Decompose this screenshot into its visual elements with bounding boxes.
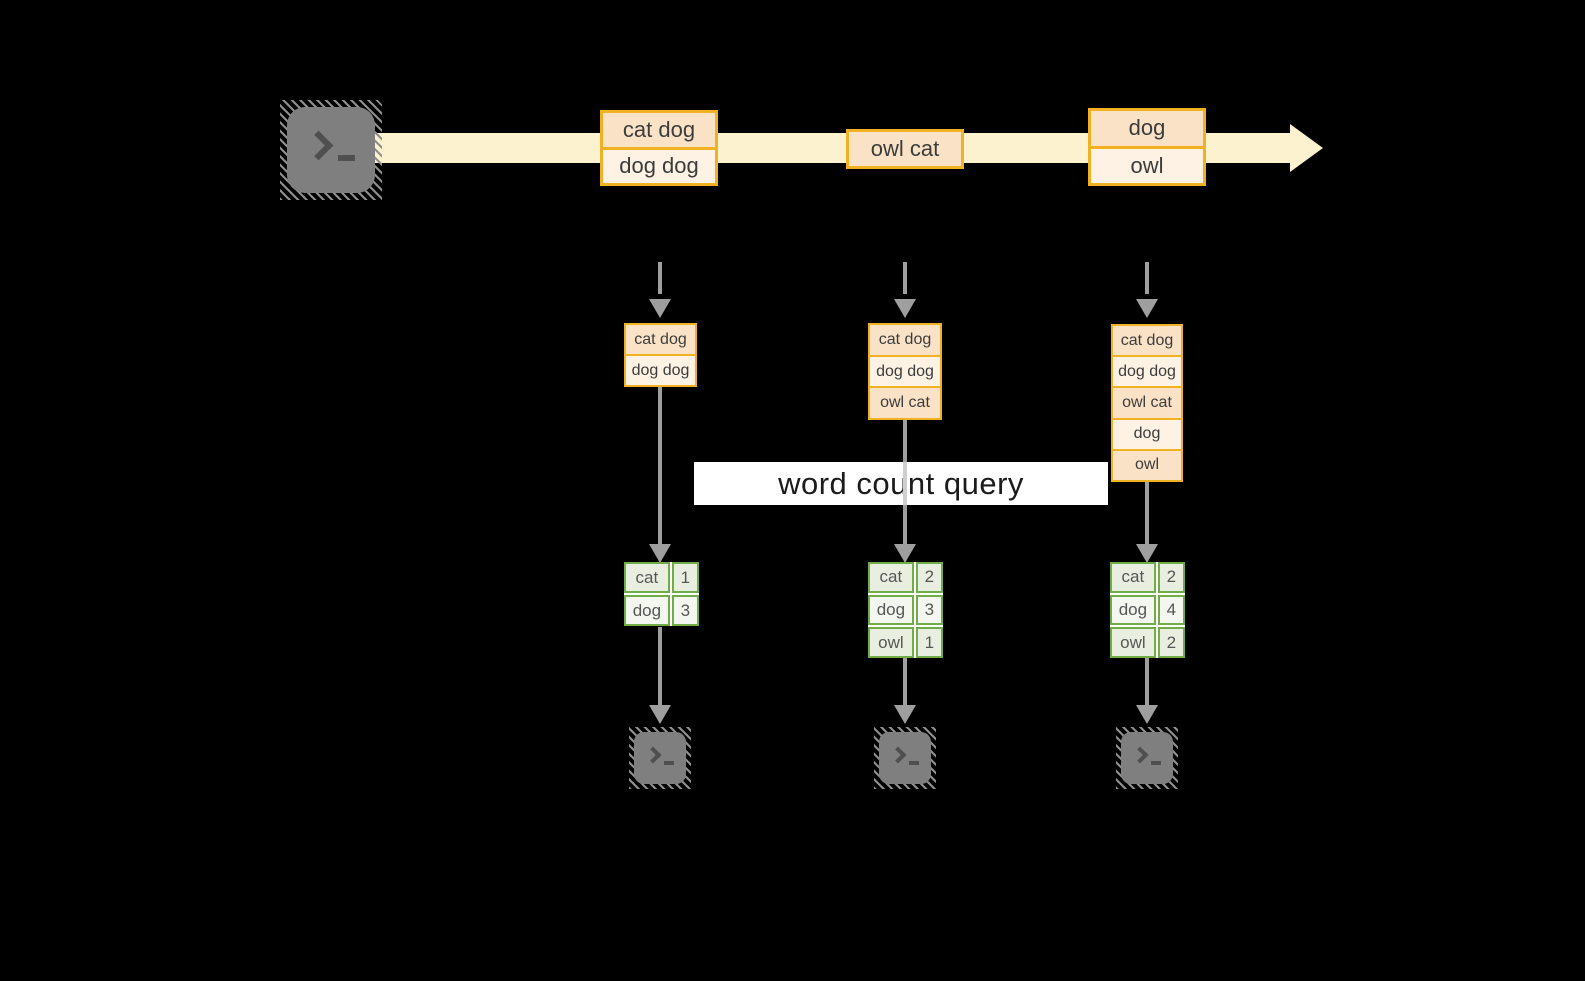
arrow-down-icon <box>649 705 671 724</box>
count-row: cat 2 <box>1110 562 1185 593</box>
sink-connector <box>658 627 662 706</box>
terminal-cursor-icon <box>1150 761 1161 765</box>
arrow-down-icon <box>894 544 916 563</box>
sink-terminal-icon <box>874 727 936 789</box>
terminal-screen <box>634 732 686 784</box>
count-cell: 4 <box>1157 594 1185 626</box>
count-cell: 2 <box>915 562 943 593</box>
stream-batch-2: owl cat <box>846 129 964 169</box>
sink-terminal-icon <box>1116 727 1178 789</box>
count-row: cat 2 <box>868 562 943 593</box>
count-cell: 1 <box>671 562 699 593</box>
count-cell: 3 <box>915 594 943 626</box>
arrow-down-icon <box>894 705 916 724</box>
count-table-1: cat 1 dog 3 <box>624 562 699 626</box>
state-row: dog dog <box>870 354 940 387</box>
word-cell: owl <box>868 627 914 659</box>
terminal-prompt-icon <box>644 746 661 764</box>
state-box-2: cat dog dog dog owl cat <box>868 323 942 420</box>
state-row: cat dog <box>626 325 695 354</box>
arrow-down-icon <box>1136 544 1158 563</box>
state-row: owl cat <box>870 386 940 419</box>
terminal-cursor-icon <box>337 155 355 161</box>
stream-arrowhead-icon <box>1290 124 1323 172</box>
count-cell: 2 <box>1157 627 1185 659</box>
query-connector <box>658 387 662 545</box>
word-cell: owl <box>1110 627 1156 659</box>
count-table-3: cat 2 dog 4 owl 2 <box>1110 562 1185 659</box>
query-banner: word count query <box>694 462 1108 505</box>
count-row: dog 3 <box>868 594 943 626</box>
terminal-prompt-icon <box>1131 746 1148 764</box>
count-row: owl 1 <box>868 627 943 659</box>
word-cell: dog <box>1110 594 1156 626</box>
terminal-cursor-icon <box>908 761 919 765</box>
stream-event: dog dog <box>603 146 715 183</box>
word-cell: dog <box>624 595 670 626</box>
stream-event: owl <box>1091 145 1203 183</box>
arrow-down-icon <box>649 544 671 563</box>
dash-connector <box>903 262 907 294</box>
stream-batch-3: dog owl <box>1088 108 1206 186</box>
count-cell: 1 <box>915 627 943 659</box>
terminal-screen <box>879 732 931 784</box>
arrow-down-icon <box>894 299 916 318</box>
stream-event: dog <box>1091 111 1203 146</box>
terminal-prompt-icon <box>889 746 906 764</box>
state-row: dog <box>1113 417 1181 449</box>
word-cell: dog <box>868 594 914 626</box>
sink-terminal-icon <box>629 727 691 789</box>
stream-batch-1: cat dog dog dog <box>600 110 718 186</box>
state-row: dog dog <box>626 354 695 385</box>
terminal-screen <box>287 107 375 193</box>
dash-connector <box>1145 262 1149 294</box>
count-row: dog 4 <box>1110 594 1185 626</box>
word-cell: cat <box>624 562 670 593</box>
query-banner-label: word count query <box>778 465 1024 501</box>
terminal-screen <box>1121 732 1173 784</box>
count-row: owl 2 <box>1110 627 1185 659</box>
query-connector <box>1145 482 1149 545</box>
word-cell: cat <box>868 562 914 593</box>
count-cell: 2 <box>1157 562 1185 593</box>
state-row: cat dog <box>1113 326 1181 356</box>
state-row: owl cat <box>1113 386 1181 418</box>
count-row: dog 3 <box>624 595 699 626</box>
count-table-2: cat 2 dog 3 owl 1 <box>868 562 943 659</box>
terminal-prompt-icon <box>303 130 333 160</box>
dash-connector <box>658 262 662 294</box>
state-row: dog dog <box>1113 355 1181 387</box>
stream-event: owl cat <box>849 132 961 166</box>
state-row: cat dog <box>870 325 940 355</box>
count-cell: 3 <box>671 595 699 626</box>
arrow-down-icon <box>1136 299 1158 318</box>
sink-connector <box>903 658 907 706</box>
arrow-down-icon <box>1136 705 1158 724</box>
terminal-cursor-icon <box>663 761 674 765</box>
state-row: owl <box>1113 448 1181 481</box>
state-box-1: cat dog dog dog <box>624 323 697 387</box>
stream-event: cat dog <box>603 113 715 147</box>
state-box-3: cat dog dog dog owl cat dog owl <box>1111 324 1183 482</box>
sink-connector <box>1145 658 1149 706</box>
arrow-down-icon <box>649 299 671 318</box>
connector-through-banner <box>903 462 907 505</box>
source-terminal-icon <box>280 100 382 200</box>
count-row: cat 1 <box>624 562 699 593</box>
word-cell: cat <box>1110 562 1156 593</box>
